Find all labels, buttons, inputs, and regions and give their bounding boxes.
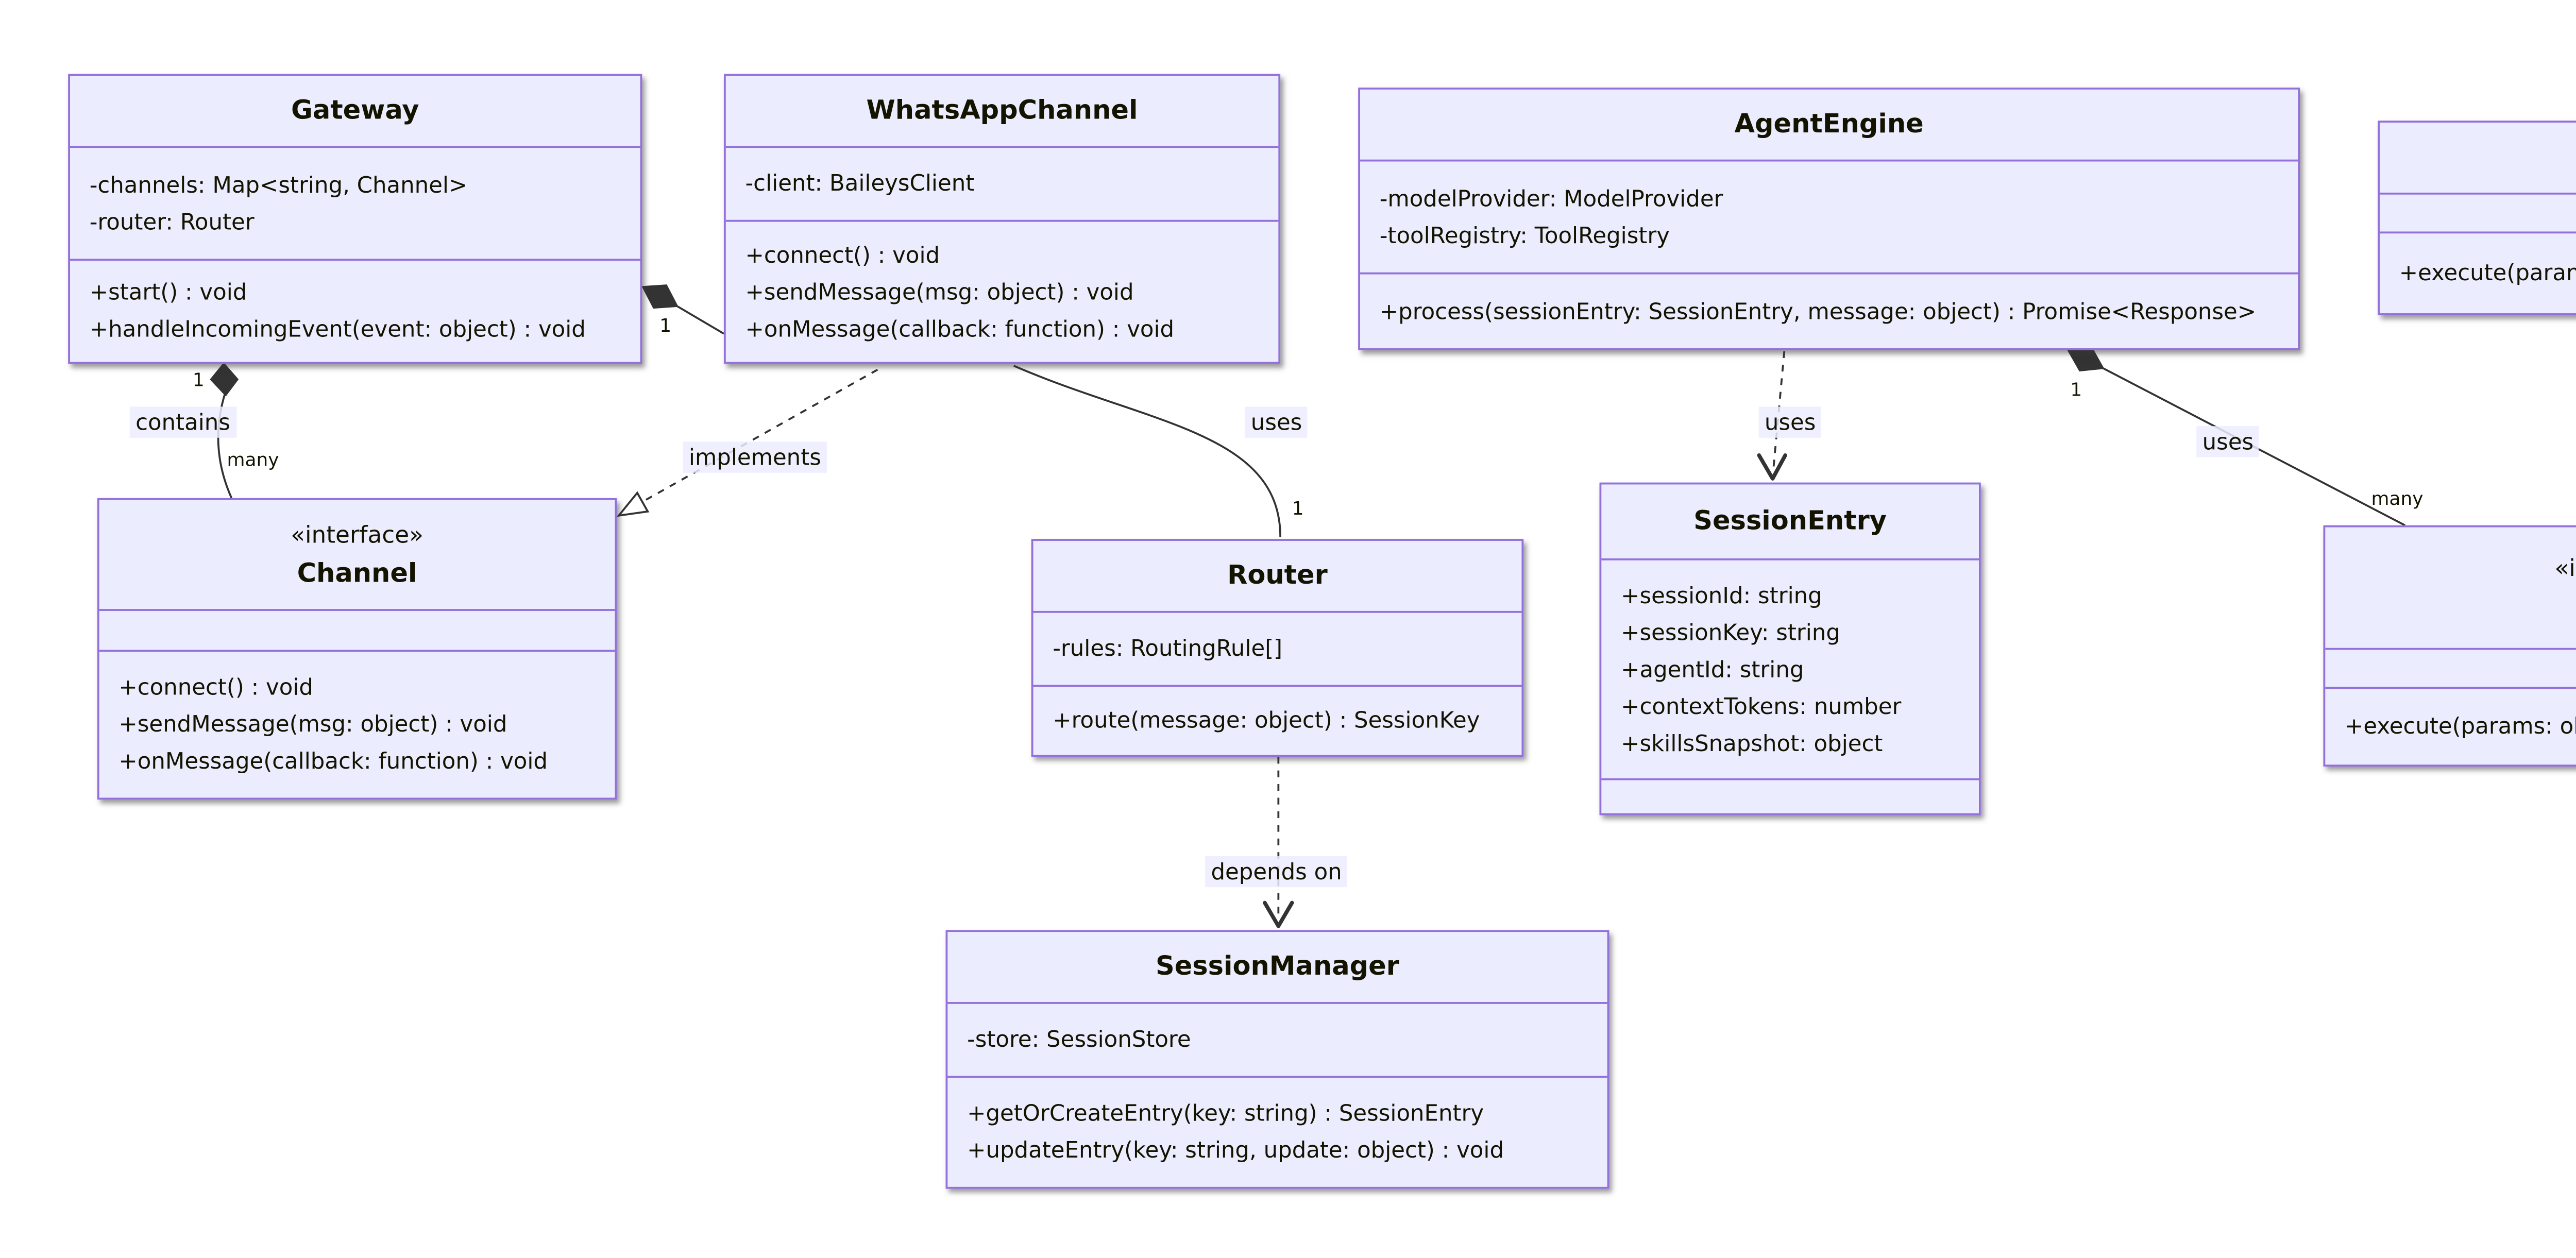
composition-diamond-gateway-channel — [210, 362, 239, 397]
edge-label-uses-router: uses — [1245, 406, 1308, 438]
attribute: +sessionKey: string — [1621, 618, 1840, 645]
class-title-bar: «interface» Tool — [2325, 528, 2576, 648]
method: +execute(params: object) : Promise<Resul… — [2399, 259, 2576, 286]
attributes-section: -client: BaileysClient — [725, 146, 1279, 220]
attribute: +sessionId: string — [1621, 581, 1822, 608]
method: +connect() : void — [745, 240, 940, 268]
class-name: WhatsAppChannel — [866, 95, 1138, 127]
method: +connect() : void — [118, 673, 314, 701]
edge-label-depends-on: depends on — [1205, 856, 1348, 888]
class-name: Router — [1227, 560, 1328, 592]
method: +start() : void — [89, 278, 247, 305]
class-sessionentry: SessionEntry +sessionId: string +session… — [1599, 482, 1981, 815]
attributes-section-empty — [2325, 648, 2576, 687]
class-title-bar: Gateway — [70, 76, 640, 146]
methods-section: +getOrCreateEntry(key: string) : Session… — [947, 1076, 1607, 1187]
class-name: AgentEngine — [1734, 109, 1924, 140]
cardinality-channel-contains: many — [227, 450, 279, 472]
edge-gateway-router-segment-a — [676, 305, 724, 335]
class-title-bar: ZalouserTool — [2380, 123, 2576, 193]
class-name: Gateway — [291, 95, 419, 127]
edge-whatsapp-implements-channel — [641, 368, 878, 503]
attributes-section-empty — [99, 609, 615, 650]
class-title-bar: SessionManager — [947, 932, 1607, 1002]
attributes-section: +sessionId: string +sessionKey: string +… — [1601, 558, 1979, 778]
method: +handleIncomingEvent(event: object) : vo… — [89, 315, 586, 343]
attributes-section-empty — [2380, 192, 2576, 232]
attributes-section: -channels: Map<string, Channel> -router:… — [70, 146, 640, 259]
edge-label-uses-tool: uses — [2196, 426, 2260, 457]
class-name: SessionManager — [1156, 951, 1399, 983]
realization-triangle-channel — [616, 491, 650, 517]
attribute: -store: SessionStore — [967, 1025, 1191, 1053]
method: +getOrCreateEntry(key: string) : Session… — [967, 1099, 1484, 1127]
attribute: +contextTokens: number — [1621, 691, 1902, 719]
class-title-bar: «interface» Channel — [99, 500, 615, 609]
method: +execute(params: object) : Promise<Resul… — [2345, 712, 2576, 740]
methods-section: +start() : void +handleIncomingEvent(eve… — [70, 259, 640, 362]
class-agentengine: AgentEngine -modelProvider: ModelProvide… — [1358, 87, 2300, 350]
class-title-bar: AgentEngine — [1360, 90, 2298, 160]
class-name: Channel — [297, 558, 417, 590]
methods-section: +execute(params: object) : Promise<Resul… — [2325, 687, 2576, 764]
methods-section-empty — [1601, 778, 1979, 813]
class-title-bar: Router — [1033, 541, 1521, 611]
attributes-section: -modelProvider: ModelProvider -toolRegis… — [1360, 159, 2298, 273]
dependency-arrow-sessionentry — [1757, 453, 1787, 481]
methods-section: +connect() : void +sendMessage(msg: obje… — [725, 219, 1279, 362]
stereotype-label: «interface» — [2554, 554, 2576, 582]
interface-channel: «interface» Channel +connect() : void +s… — [97, 498, 617, 800]
attribute: +agentId: string — [1621, 654, 1804, 682]
methods-section: +execute(params: object) : Promise<Resul… — [2380, 231, 2576, 313]
class-title-bar: WhatsAppChannel — [726, 76, 1279, 146]
cardinality-router-uses: 1 — [1292, 499, 1304, 521]
attribute: -channels: Map<string, Channel> — [89, 170, 468, 198]
attribute: -modelProvider: ModelProvider — [1379, 183, 1723, 211]
interface-tool: «interface» Tool +execute(params: object… — [2323, 525, 2576, 767]
class-router: Router -rules: RoutingRule[] +route(mess… — [1031, 539, 1524, 757]
edge-label-uses-sessionentry: uses — [1758, 406, 1822, 438]
class-name: SessionEntry — [1693, 505, 1887, 537]
attribute: -rules: RoutingRule[] — [1053, 634, 1283, 662]
dependency-arrow-sessionmanager — [1263, 900, 1294, 928]
class-whatsappchannel: WhatsAppChannel -client: BaileysClient +… — [723, 74, 1281, 364]
attribute: -client: BaileysClient — [745, 169, 975, 197]
class-title-bar: SessionEntry — [1601, 484, 1979, 558]
method: +sendMessage(msg: object) : void — [745, 277, 1134, 305]
class-sessionmanager: SessionManager -store: SessionStore +get… — [945, 930, 1609, 1189]
attribute: -router: Router — [89, 207, 255, 235]
method: +process(sessionEntry: SessionEntry, mes… — [1379, 296, 2257, 324]
class-zalousertool: ZalouserTool +execute(params: object) : … — [2378, 121, 2576, 315]
method: +sendMessage(msg: object) : void — [118, 710, 507, 738]
method: +onMessage(callback: function) : void — [118, 747, 548, 775]
attributes-section: -rules: RoutingRule[] — [1033, 610, 1522, 685]
cardinality-tool-uses: many — [2371, 489, 2424, 511]
methods-section: +process(sessionEntry: SessionEntry, mes… — [1360, 272, 2298, 348]
cardinality-gateway-contains: 1 — [192, 370, 205, 393]
class-gateway: Gateway -channels: Map<string, Channel> … — [68, 74, 642, 364]
stereotype-label: «interface» — [291, 521, 423, 549]
composition-diamond-gateway-router — [641, 284, 679, 309]
composition-diamond-agent-tool — [2066, 347, 2105, 372]
method: +updateEntry(key: string, update: object… — [967, 1136, 1504, 1164]
attribute: -toolRegistry: ToolRegistry — [1379, 220, 1670, 248]
method: +onMessage(callback: function) : void — [745, 314, 1175, 342]
cardinality-agent-uses: 1 — [2070, 380, 2082, 402]
edge-label-contains: contains — [129, 406, 236, 438]
attributes-section: -store: SessionStore — [947, 1002, 1607, 1076]
attribute: +skillsSnapshot: object — [1621, 728, 1883, 756]
cardinality-gateway-uses: 1 — [659, 316, 672, 338]
edge-gateway-router-segment-b — [1013, 365, 1282, 537]
methods-section: +connect() : void +sendMessage(msg: obje… — [99, 650, 615, 797]
edge-label-implements-channel: implements — [683, 441, 827, 473]
methods-section: +route(message: object) : SessionKey — [1033, 685, 1522, 755]
method: +route(message: object) : SessionKey — [1053, 706, 1480, 734]
